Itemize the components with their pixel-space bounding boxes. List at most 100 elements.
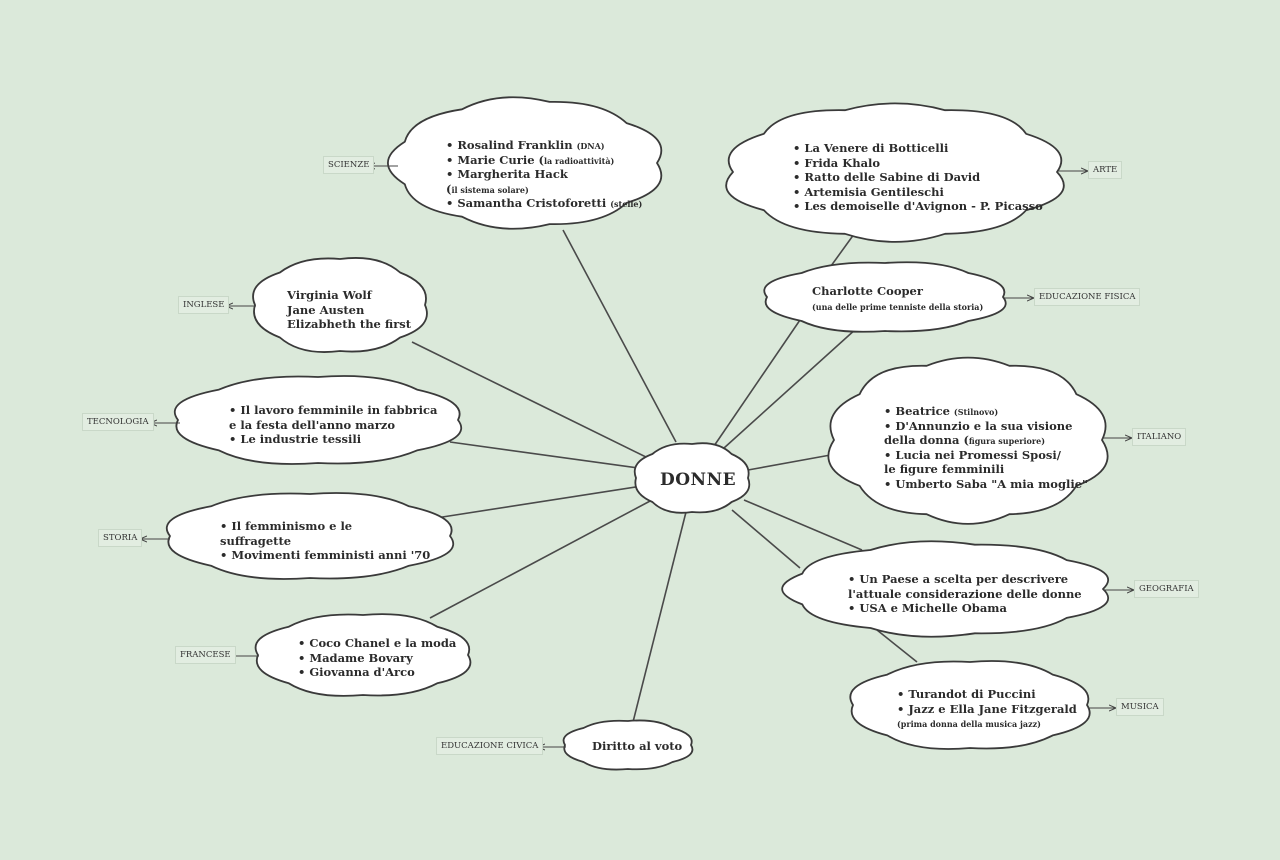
cloud-line: Virginia Wolf (287, 288, 411, 304)
cloud-line-note: figura superiore) (968, 436, 1045, 446)
cloud-line-main: Virginia Wolf (287, 288, 372, 302)
cloud-line-main: Charlotte Cooper (812, 284, 923, 298)
subject-tag-educazione-fisica: EDUCAZIONE FISICA (1034, 288, 1141, 306)
cloud-inglese (252, 257, 428, 353)
cloud-line-main: • Madame Bovary (298, 650, 413, 665)
subject-tag-educazione-civica: EDUCAZIONE CIVICA (436, 737, 544, 755)
cloud-line-main: • Frida Khalo (793, 155, 881, 170)
cloud-text-educazione-fisica: Charlotte Cooper (una delle prime tennist… (812, 284, 984, 314)
cloud-center (633, 442, 751, 514)
cloud-line: Diritto al voto (592, 739, 682, 755)
cloud-storia (165, 492, 455, 580)
connector-italiano (747, 453, 837, 471)
cloud-line: • Lucia nei Promessi Sposi/ (884, 447, 1088, 464)
cloud-line-main: • Lucia nei Promessi Sposi/ (884, 447, 1061, 462)
subject-tag-musica: MUSICA (1116, 698, 1164, 716)
cloud-line: • Margherita Hack (446, 167, 642, 183)
subject-tag-arte: ARTE (1088, 161, 1123, 179)
cloud-line-main: • Margherita Hack (446, 167, 568, 181)
cloud-educazione-civica (562, 719, 694, 771)
cloud-line-main: • Il lavoro femminile in fabbrica (229, 403, 438, 417)
cloud-line-main: • USA e Michelle Obama (848, 601, 1007, 615)
cloud-line-main: • Coco Chanel e la moda (298, 636, 457, 650)
cloud-line: e la festa dell'anno marzo (229, 417, 438, 434)
cloud-line: Jane Austen (287, 302, 411, 319)
cloud-line-note: il sistema solare) (451, 184, 529, 195)
cloud-line: • Rosalind Franklin (DNA) (446, 138, 642, 154)
subject-tag-italiano: ITALIANO (1132, 428, 1187, 446)
cloud-line: • Le industrie tessili (229, 432, 438, 448)
cloud-line: Elizabheth the first (287, 317, 412, 333)
connector-educazione-fisica-secondary (723, 327, 858, 449)
cloud-line: • Giovanna d'Arco (298, 665, 456, 681)
cloud-line-note: (prima donna della musica jazz) (897, 719, 1041, 729)
cloud-line: le figure femminili (884, 462, 1088, 478)
cloud-line-main: • Un Paese a scelta per descrivere (848, 572, 1069, 586)
cloud-line-main: Jane Austen (287, 302, 365, 317)
cloud-educazione-fisica (763, 261, 1007, 333)
cloud-text-italiano: • Beatrice (Stilnovo)• D'Annunzio e la s… (884, 404, 1089, 492)
cloud-text-educazione-civica: Diritto al voto (592, 739, 682, 755)
connector-inglese (411, 341, 649, 459)
connector-scienze (562, 229, 677, 443)
connector-tecnologia (449, 441, 639, 469)
cloud-line: • Un Paese a scelta per descrivere (848, 572, 1082, 588)
cloud-line: • Artemisia Gentileschi (793, 184, 1043, 201)
cloud-line-note: (una delle prime tenniste della storia) (812, 301, 984, 312)
cloud-scienze (387, 96, 663, 230)
cloud-line: • La Venere di Botticelli (793, 141, 1043, 157)
connector-geografia-secondary (731, 509, 801, 569)
cloud-line-main: • Rosalind Franklin (446, 138, 577, 152)
cloud-line: • USA e Michelle Obama (848, 601, 1082, 617)
cloud-francese (254, 613, 472, 697)
connector-storia (435, 485, 643, 519)
cloud-line-main: • La Venere di Botticelli (793, 141, 949, 155)
cloud-line-note: (stelle) (610, 199, 643, 209)
cloud-line-main: • Movimenti femministi anni '70 (220, 548, 431, 562)
center-label: DONNE (660, 470, 737, 490)
cloud-line: • Il lavoro femminile in fabbrica (229, 403, 438, 419)
cloud-line-main: • Beatrice (884, 404, 954, 418)
cloud-line-main: e la festa dell'anno marzo (229, 417, 395, 432)
connector-francese (429, 499, 653, 619)
cloud-line: • Movimenti femministi anni '70 (220, 548, 431, 564)
cloud-line: • Samantha Cristoforetti (stelle) (446, 196, 643, 212)
cloud-text-francese: • Coco Chanel e la moda• Madame Bovary• … (298, 636, 457, 681)
cloud-line: Charlotte Cooper (812, 284, 983, 300)
cloud-line-main: • Umberto Saba "A mia moglie" (884, 476, 1089, 491)
cloud-line-main: le figure femminili (884, 462, 1005, 476)
cloud-musica (849, 660, 1091, 750)
cloud-line-main: • Turandot di Puccini (897, 687, 1036, 701)
cloud-line: (il sistema solare) (446, 182, 642, 198)
cloud-tecnologia (173, 375, 463, 465)
cloud-line-main: • Ratto delle Sabine di David (793, 170, 981, 184)
cloud-line: • Turandot di Puccini (897, 687, 1077, 703)
cloud-line-main: • Samantha Cristoforetti (446, 196, 611, 210)
cloud-italiano (827, 356, 1109, 525)
subject-tag-scienze: SCIENZE (323, 156, 375, 174)
cloud-line-note: (Stilnovo) (953, 407, 999, 417)
cloud-line-main: • D'Annunzio e la sua visione (884, 418, 1073, 433)
connector-musica (876, 629, 918, 663)
cloud-line-main: • Il femminismo e le (220, 519, 353, 533)
cloud-line: • Les demoiselle d'Avignon - P. Picasso (793, 199, 1043, 215)
subject-tag-inglese: INGLESE (178, 296, 230, 314)
connector-geografia (743, 499, 863, 551)
cloud-line: (prima donna della musica jazz) (897, 717, 1077, 732)
cloud-line-main: • Jazz e Ella Jane Fitzgerald (897, 701, 1077, 716)
cloud-line-main: Elizabheth the first (287, 317, 412, 331)
subject-tag-geografia: GEOGRAFIA (1134, 580, 1199, 598)
connector-educazione-fisica (713, 319, 801, 447)
cloud-line: l'attuale considerazione delle donne (848, 587, 1082, 603)
cloud-line-main: • Le industrie tessili (229, 432, 362, 446)
cloud-line: • Beatrice (Stilnovo) (884, 404, 1088, 420)
cloud-line-main: della donna ( (884, 433, 969, 447)
cloud-line-main: • Giovanna d'Arco (298, 665, 415, 679)
cloud-line: • D'Annunzio e la sua visione (884, 418, 1088, 435)
cloud-line-main: • Marie Curie ( (446, 152, 544, 167)
cloud-line: della donna (figura superiore) (884, 433, 1088, 449)
cloud-line-main: • Artemisia Gentileschi (793, 184, 944, 199)
